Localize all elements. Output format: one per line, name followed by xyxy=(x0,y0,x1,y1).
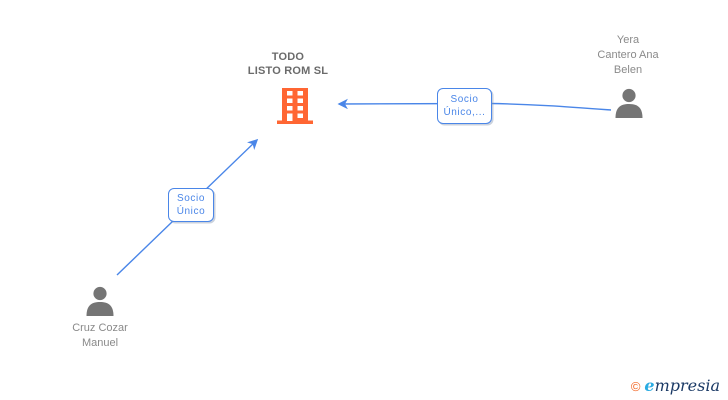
edge-label-text: Único xyxy=(176,206,206,217)
edge-label-text: Único,... xyxy=(443,107,486,118)
person-name-line: Yera xyxy=(616,34,640,46)
person-name-yera[interactable]: Yera Cantero Ana Belen xyxy=(568,33,688,78)
company-name-line1: TODO xyxy=(271,51,305,63)
copyright-icon: © xyxy=(630,379,641,394)
person-icon xyxy=(615,88,643,118)
brand-wordmark: empresia xyxy=(644,378,720,394)
person-name-line: Manuel xyxy=(81,337,119,349)
empresia-logo[interactable]: © empresia xyxy=(630,378,720,395)
person-name-cruz[interactable]: Cruz Cozar Manuel xyxy=(40,321,160,351)
brand-rest: mpresia xyxy=(654,376,720,395)
edge-line-right xyxy=(337,98,612,111)
person-name-line: Cruz Cozar xyxy=(72,322,128,334)
person-node-cruz[interactable] xyxy=(84,286,116,316)
company-name[interactable]: TODO LISTO ROM SL xyxy=(208,50,368,78)
edge-label-socio-unico-right[interactable]: Socio Único,... xyxy=(437,88,492,124)
edge-label-text: Socio xyxy=(450,94,479,105)
brand-initial: e xyxy=(644,376,655,395)
edge-label-text: Socio xyxy=(176,193,205,204)
building-icon xyxy=(277,88,313,124)
company-node[interactable] xyxy=(276,88,314,124)
person-node-yera[interactable] xyxy=(613,88,645,118)
company-name-line2: LISTO ROM SL xyxy=(247,65,329,77)
person-icon xyxy=(86,286,114,316)
person-name-line: Cantero Ana xyxy=(597,49,659,61)
person-name-line: Belen xyxy=(613,64,643,76)
edge-label-socio-unico-left[interactable]: Socio Único xyxy=(168,188,214,222)
